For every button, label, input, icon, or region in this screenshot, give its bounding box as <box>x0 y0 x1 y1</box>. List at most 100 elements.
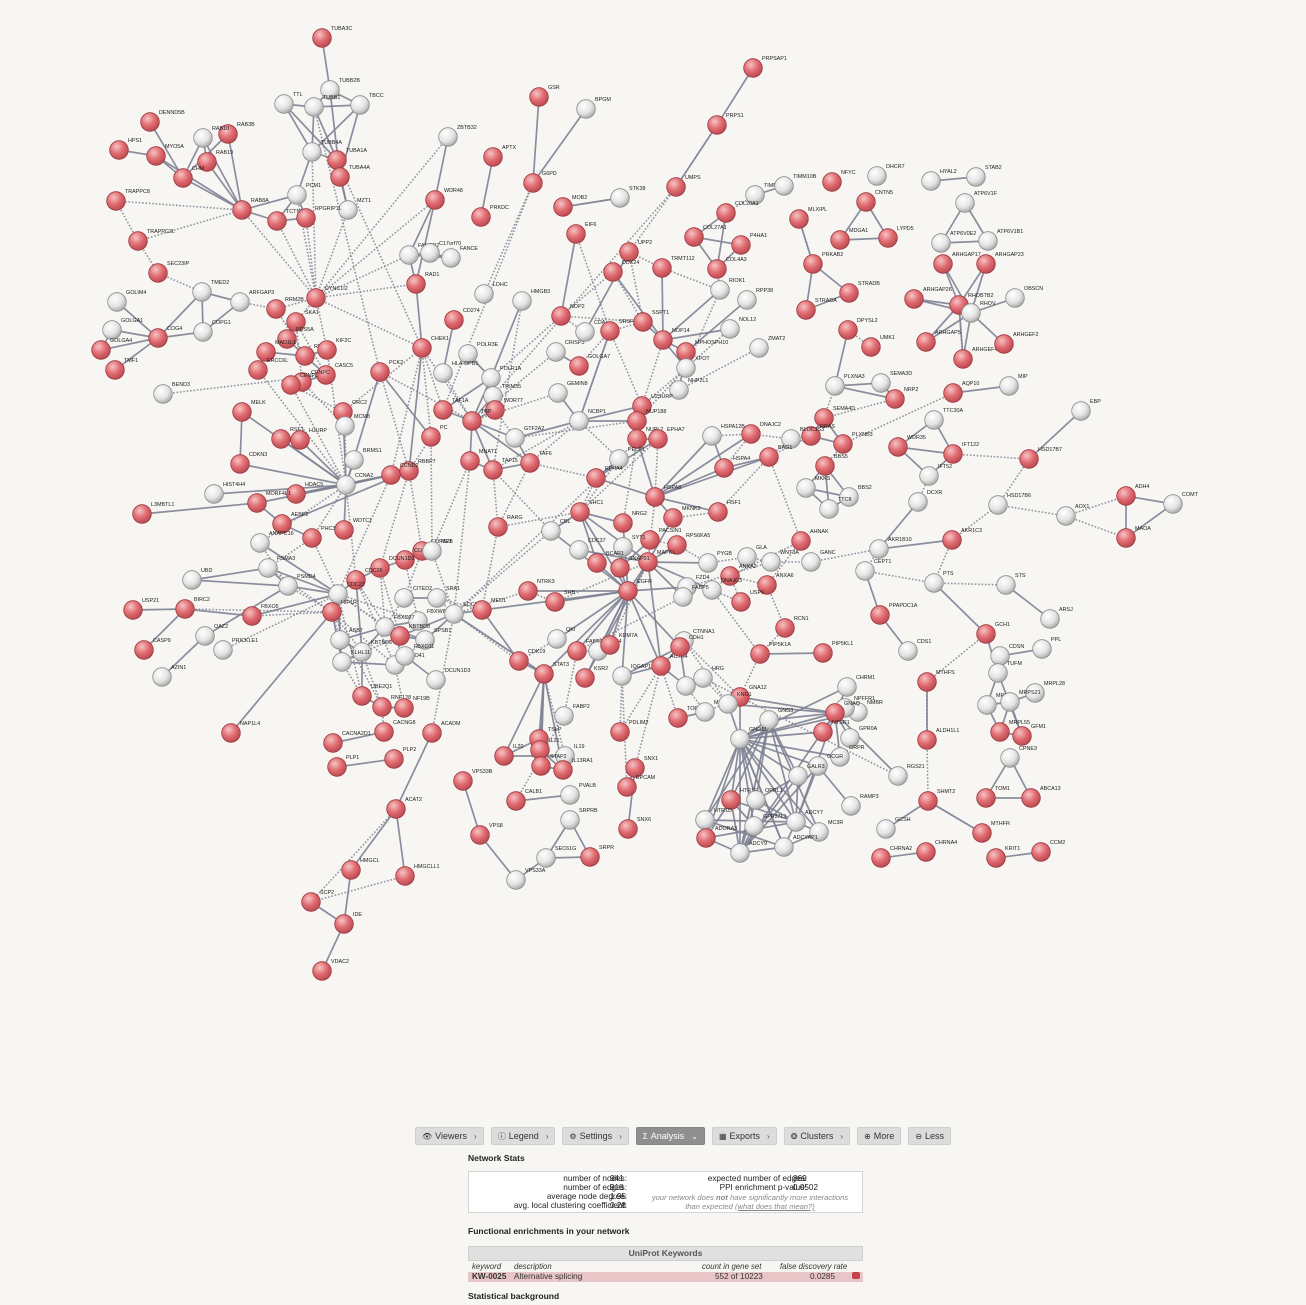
node-ppl[interactable]: PPL <box>1032 637 1062 659</box>
node-circle[interactable] <box>328 584 348 604</box>
node-dcun1d1[interactable]: DCUN1D1 <box>370 556 415 578</box>
node-circle[interactable] <box>534 664 554 684</box>
node-hspa12b[interactable]: HSPA12B <box>702 424 746 446</box>
node-circle[interactable] <box>481 368 501 388</box>
node-circle[interactable] <box>374 722 394 742</box>
node-tmed2[interactable]: TMED2 <box>192 280 230 302</box>
node-circle[interactable] <box>988 495 1008 515</box>
node-pc[interactable]: PC <box>421 425 448 447</box>
node-maoa[interactable]: MAOA <box>1116 526 1152 548</box>
node-bpgm[interactable]: BPGM <box>576 97 612 119</box>
node-circle[interactable] <box>472 600 492 620</box>
node-rad1[interactable]: RAD1 <box>406 272 440 294</box>
node-g6pd[interactable]: G6PD <box>523 171 557 193</box>
node-circle[interactable] <box>390 626 410 646</box>
node-polr3e[interactable]: POLR3E <box>458 342 499 364</box>
node-vdac2[interactable]: VDAC2 <box>312 959 349 981</box>
node-rab3b[interactable]: RAB3B <box>218 122 255 144</box>
node-circle[interactable] <box>652 258 672 278</box>
node-gemin8[interactable]: GEMIN8 <box>548 381 588 403</box>
node-riok1[interactable]: RIOK1 <box>710 278 745 300</box>
node-circle[interactable] <box>258 558 278 578</box>
node-circle[interactable] <box>560 810 580 830</box>
node-brms1[interactable]: BRMS1 <box>344 448 382 470</box>
node-circle[interactable] <box>221 723 241 743</box>
node-circle[interactable] <box>394 588 414 608</box>
node-circle[interactable] <box>462 411 482 431</box>
node-bloc1s3[interactable]: BLOC1S3 <box>781 427 825 449</box>
node-gcgr[interactable]: GCGR <box>808 754 844 776</box>
node-circle[interactable] <box>570 502 590 522</box>
node-gla[interactable]: GLA <box>737 545 767 567</box>
node-circle[interactable] <box>618 819 638 839</box>
node-circle[interactable] <box>708 502 728 522</box>
node-circle[interactable] <box>825 703 845 723</box>
node-arfgap3[interactable]: ARFGAP3 <box>230 290 274 312</box>
node-mzt1[interactable]: MZT1 <box>338 198 371 220</box>
node-mkks[interactable]: MKKS <box>796 476 831 498</box>
node-circle[interactable] <box>505 428 525 448</box>
node-usp6[interactable]: USP6 <box>731 590 764 612</box>
node-circle[interactable] <box>372 697 392 717</box>
node-circle[interactable] <box>334 914 354 934</box>
node-rab10[interactable]: RAB10 <box>193 126 229 148</box>
node-c17orf70[interactable]: C17orf70 <box>420 241 461 263</box>
node-hyal2[interactable]: HYAL2 <box>921 169 957 191</box>
node-circle[interactable] <box>444 310 464 330</box>
node-circle[interactable] <box>175 599 195 619</box>
node-circle[interactable] <box>976 254 996 274</box>
node-circle[interactable] <box>916 842 936 862</box>
node-polr1a[interactable]: POLR1A <box>481 366 522 388</box>
node-adora3[interactable]: ADORA3 <box>696 826 737 848</box>
node-circle[interactable] <box>218 124 238 144</box>
node-circle[interactable] <box>819 499 839 519</box>
node-circle[interactable] <box>966 167 986 187</box>
node-azin1[interactable]: AZIN1 <box>152 665 187 687</box>
node-umk1[interactable]: UMK1 <box>861 335 895 357</box>
node-circle[interactable] <box>610 558 630 578</box>
node-circle[interactable] <box>702 580 722 600</box>
node-circle[interactable] <box>833 434 853 454</box>
node-syt1[interactable]: SYT1 <box>613 535 646 557</box>
node-aldh1l1[interactable]: ALDH1L1 <box>917 728 960 750</box>
node-circle[interactable] <box>509 651 529 671</box>
node-anxa6[interactable]: ANXA6 <box>757 573 794 595</box>
node-atp6v0e2[interactable]: ATP6V0E2 <box>931 231 977 253</box>
node-circle[interactable] <box>830 747 850 767</box>
node-ttc30a[interactable]: TTC30A <box>924 408 964 430</box>
node-circle[interactable] <box>295 346 315 366</box>
node-nrp2[interactable]: NRP2 <box>885 387 919 409</box>
node-plxna3[interactable]: PLXNA3 <box>825 374 865 396</box>
node-comt[interactable]: COMT <box>1163 492 1199 514</box>
node-htr1f[interactable]: HTR1F <box>721 788 758 810</box>
node-circle[interactable] <box>531 756 551 776</box>
node-stradb[interactable]: STRADB <box>839 281 881 303</box>
node-melk[interactable]: MELK <box>232 400 266 422</box>
node-cept1[interactable]: CEPT1 <box>855 559 892 581</box>
node-circle[interactable] <box>518 581 538 601</box>
node-fbxo11[interactable]: FBXO11 <box>395 644 435 666</box>
node-copg1[interactable]: COPG1 <box>193 320 231 342</box>
viewers-button[interactable]: 👁 Viewers › <box>415 1127 484 1145</box>
node-golga4[interactable]: GOLGA4 <box>91 338 132 360</box>
node-wnt3a[interactable]: WNT3A <box>761 550 800 572</box>
node-eif6[interactable]: EIF6 <box>566 222 597 244</box>
node-circle[interactable] <box>809 822 829 842</box>
node-circle[interactable] <box>619 242 639 262</box>
node-prickle1[interactable]: PRICKLE1 <box>213 638 258 660</box>
node-circle[interactable] <box>1031 842 1051 862</box>
node-prps1[interactable]: PRPS1 <box>707 113 744 135</box>
node-taf15[interactable]: TAF15 <box>483 458 518 480</box>
row-keyword[interactable]: KW-0025 <box>472 1272 507 1281</box>
node-circle[interactable] <box>698 553 718 573</box>
node-circle[interactable] <box>714 458 734 478</box>
node-circle[interactable] <box>695 810 715 830</box>
node-epha7[interactable]: EPHA7 <box>648 427 685 449</box>
node-wdr48[interactable]: WDR48 <box>425 188 463 210</box>
node-circle[interactable] <box>567 641 587 661</box>
node-circle[interactable] <box>494 746 514 766</box>
node-circle[interactable] <box>128 231 148 251</box>
node-circle[interactable] <box>978 231 998 251</box>
node-circle[interactable] <box>825 376 845 396</box>
node-circle[interactable] <box>718 694 738 714</box>
